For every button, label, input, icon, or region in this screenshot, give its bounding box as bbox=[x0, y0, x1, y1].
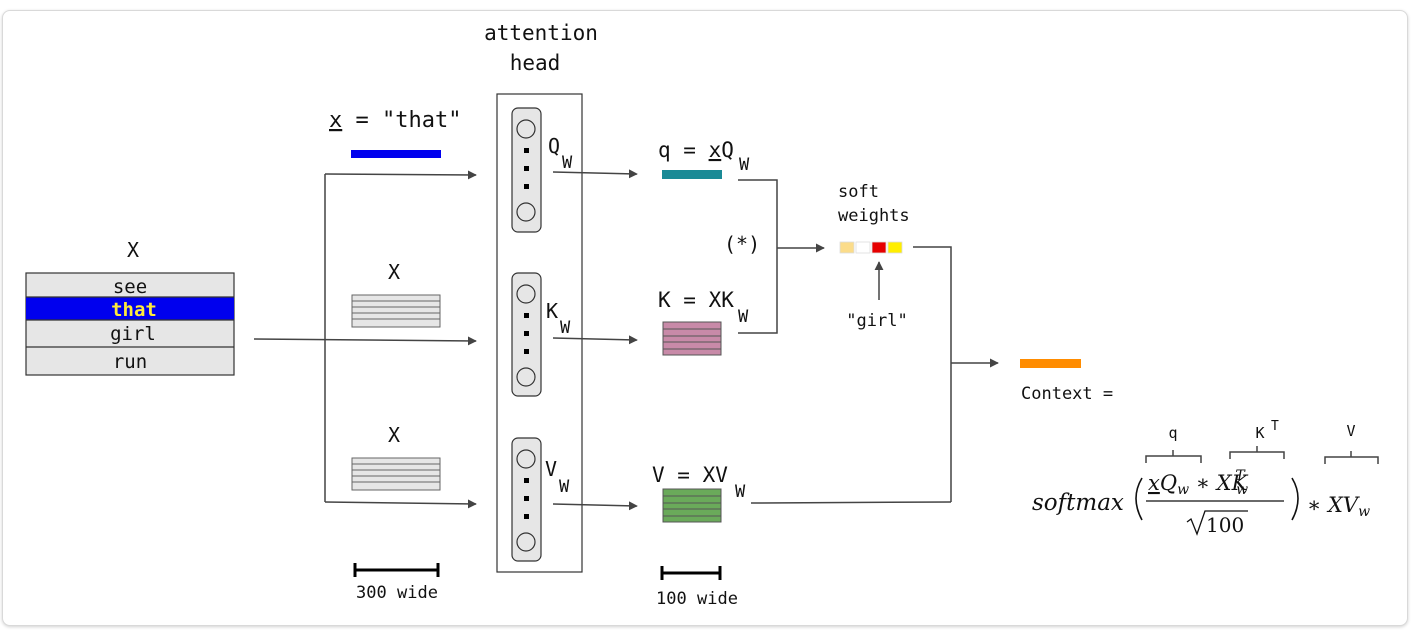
arrow-input-to-k bbox=[253, 336, 477, 346]
v-output-label: V = XV bbox=[652, 463, 728, 487]
weights-join-line bbox=[913, 246, 952, 502]
k-weight-subscript: W bbox=[560, 318, 571, 338]
soft-weight-cell-3 bbox=[871, 241, 887, 254]
k-weight-label: K bbox=[546, 299, 558, 323]
soft-weight-cell-2 bbox=[855, 241, 871, 254]
k-weight-column bbox=[511, 272, 542, 397]
word-row-girl: girl bbox=[110, 323, 156, 345]
head-title-line1: attention bbox=[484, 21, 598, 45]
v-matrix bbox=[662, 488, 722, 523]
diagram-frame bbox=[2, 10, 1408, 626]
qk-bracket bbox=[738, 179, 778, 334]
attention-head-box bbox=[496, 93, 583, 573]
arrow-x-to-q bbox=[324, 170, 477, 180]
x-matrix-k bbox=[351, 294, 441, 328]
arrow-head-to-q bbox=[552, 169, 638, 179]
soft-weights-title-line2: weights bbox=[838, 206, 910, 226]
brace-k bbox=[1229, 451, 1285, 459]
soft-weight-cell-1 bbox=[839, 241, 855, 254]
word-table: see that girl run bbox=[25, 272, 235, 376]
word-row-that: that bbox=[111, 299, 157, 321]
k-output-subscript: W bbox=[738, 307, 749, 327]
v-weight-label: V bbox=[545, 457, 557, 481]
girl-label: "girl" bbox=[846, 311, 907, 331]
v-output-subscript: W bbox=[735, 482, 746, 502]
v-weight-column bbox=[511, 437, 542, 562]
sqrt-symbol bbox=[1186, 510, 1248, 536]
left-paren bbox=[1135, 477, 1143, 521]
head-title-line2: head bbox=[510, 51, 561, 75]
q-weight-label: Q bbox=[548, 134, 560, 158]
scale-300-label: 300 wide bbox=[356, 583, 438, 603]
v-weight-subscript: W bbox=[559, 477, 570, 497]
formula-times-v: ∗ XVw bbox=[1307, 493, 1370, 520]
k-output-label: K = XK bbox=[658, 288, 734, 312]
softmax-label: softmax bbox=[1032, 490, 1124, 516]
soft-weights-title-line1: soft bbox=[838, 182, 879, 202]
arrow-head-to-k bbox=[552, 335, 638, 345]
q-vector-bar bbox=[662, 170, 722, 179]
scale-bar-300 bbox=[353, 563, 440, 577]
x-vector-bar bbox=[351, 150, 441, 158]
word-row-see: see bbox=[113, 276, 147, 298]
soft-weights-cells bbox=[839, 241, 903, 254]
arrow-x-to-v bbox=[324, 499, 477, 509]
arrow-head-to-v bbox=[552, 501, 638, 511]
q-output-label: q = xQ bbox=[658, 138, 734, 162]
brace-v bbox=[1324, 456, 1379, 464]
brace-v-label: V bbox=[1346, 422, 1355, 440]
input-matrix-label: X bbox=[127, 238, 139, 262]
dot-product-label: (*) bbox=[724, 232, 760, 256]
context-label: Context = bbox=[1021, 384, 1113, 404]
right-paren bbox=[1291, 477, 1299, 521]
scale-100-label: 100 wide bbox=[656, 589, 738, 609]
sqrt-value: 100 bbox=[1206, 513, 1244, 537]
q-weight-column bbox=[511, 107, 542, 233]
brace-k-superscript: T bbox=[1271, 419, 1279, 434]
word-row-run: run bbox=[113, 351, 147, 373]
k-matrix bbox=[662, 321, 722, 356]
x-matrix-label-v: X bbox=[388, 423, 400, 447]
selected-row-highlight bbox=[26, 297, 234, 320]
brace-k-label: K bbox=[1255, 424, 1264, 442]
brace-q bbox=[1145, 455, 1202, 463]
x-matrix-v bbox=[351, 457, 441, 491]
scale-bar-100 bbox=[660, 566, 722, 580]
q-output-subscript: W bbox=[739, 155, 750, 175]
word-table-bg bbox=[25, 272, 235, 376]
x-matrix-label-k: X bbox=[388, 260, 400, 284]
q-weight-subscript: W bbox=[562, 153, 573, 173]
brace-q-label: q bbox=[1168, 424, 1177, 442]
x-vector-label: x = "that" bbox=[329, 108, 461, 133]
v-join-line bbox=[750, 501, 952, 504]
soft-weight-cell-4 bbox=[887, 241, 903, 254]
context-vector-bar bbox=[1020, 359, 1081, 368]
